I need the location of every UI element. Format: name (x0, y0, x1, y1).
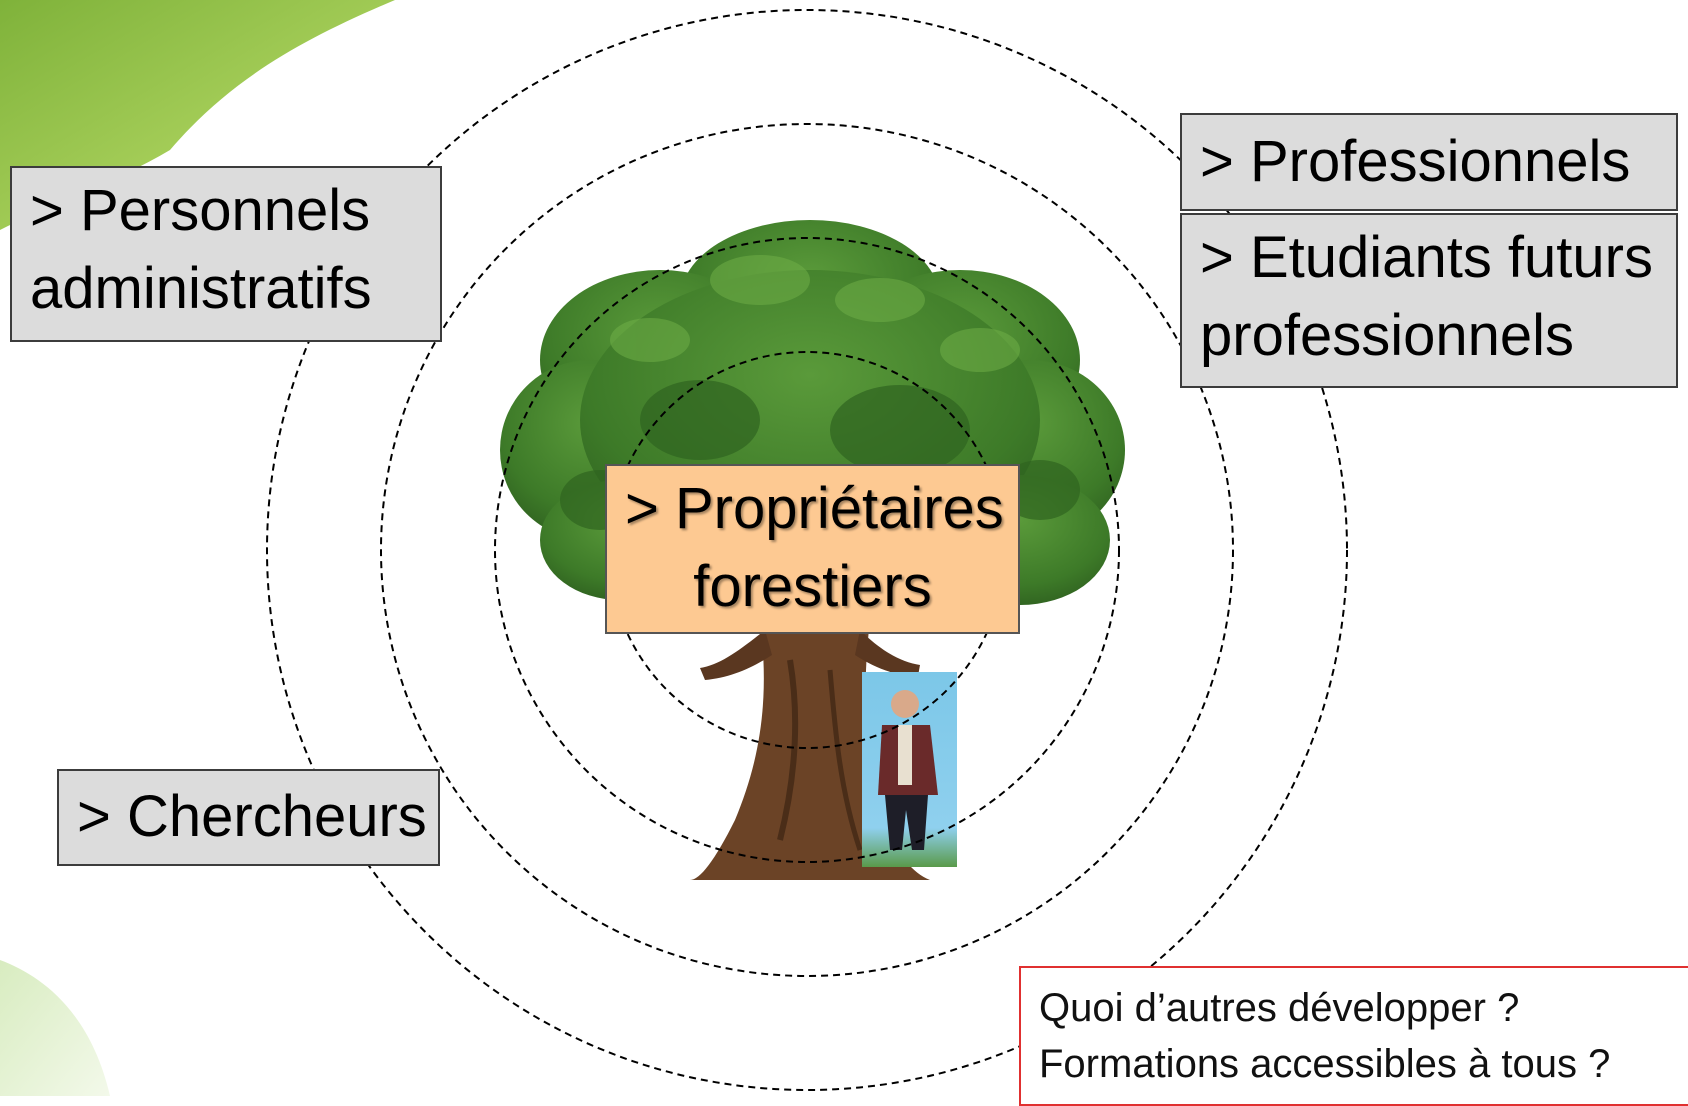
label-line: > Professionnels (1200, 129, 1631, 194)
bottom-leaf-decoration (0, 960, 110, 1096)
circle-ring-3 (380, 123, 1234, 977)
label-chercheurs: > Chercheurs (57, 769, 440, 866)
man-photo (862, 672, 957, 867)
question-callout: Quoi d’autres développer ? Formations ac… (1019, 966, 1688, 1106)
label-line: > Personnels (30, 178, 371, 243)
label-line: > Etudiants futurs (1200, 225, 1653, 290)
label-proprietaires-forestiers: > Propriétaires forestiers (605, 464, 1020, 634)
label-line: > Propriétaires (625, 476, 1004, 541)
label-line: > Chercheurs (77, 784, 427, 849)
label-personnels-administratifs: > Personnels administratifs (10, 166, 442, 342)
label-line: administratifs (30, 256, 372, 321)
label-etudiants-futurs-professionnels: > Etudiants futurs professionnels (1180, 213, 1678, 388)
label-line: professionnels (1200, 303, 1574, 368)
label-professionnels: > Professionnels (1180, 113, 1678, 211)
question-line-2: Formations accessibles à tous ? (1039, 1042, 1611, 1086)
circle-ring-4 (266, 9, 1348, 1091)
label-line: forestiers (693, 554, 932, 619)
circle-ring-2 (494, 237, 1120, 863)
question-line-1: Quoi d’autres développer ? (1039, 986, 1520, 1030)
